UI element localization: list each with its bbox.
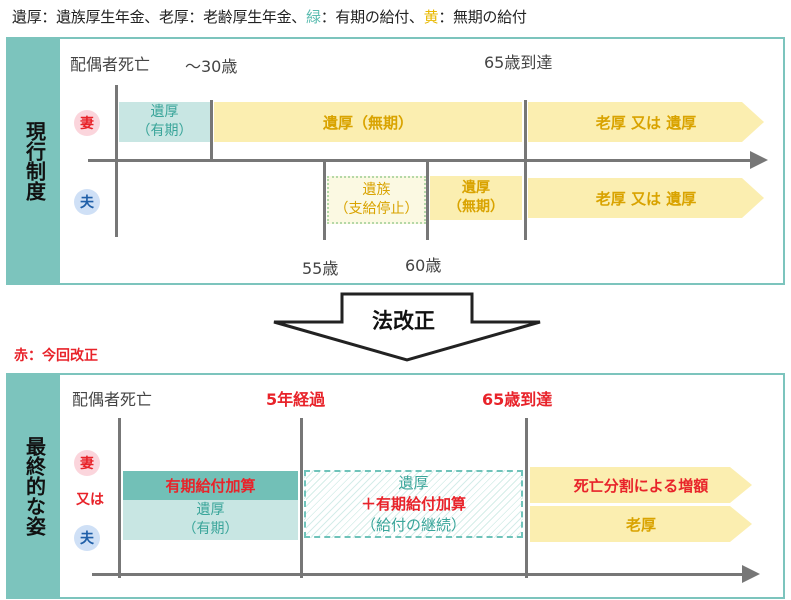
current-wife-yellow2-text: 老厚 又は 遺厚 bbox=[595, 113, 697, 132]
current-age55-label: 55歳 bbox=[302, 259, 339, 278]
current-wife-yellow2-arrow: 老厚 又は 遺厚 bbox=[528, 102, 764, 142]
legend-text-3: ：無期の給付 bbox=[438, 8, 527, 26]
current-husband-yellow2-arrow: 老厚 又は 遺厚 bbox=[528, 178, 764, 218]
current-timeline bbox=[88, 159, 750, 162]
final-vline-death bbox=[118, 418, 121, 578]
law-change-label: 法改正 bbox=[372, 309, 435, 333]
current-wife-green-text: 遺厚 （有期） bbox=[136, 104, 193, 139]
final-timeline-arrowhead bbox=[742, 565, 760, 583]
final-hatched-line3: （給付の継続） bbox=[360, 515, 466, 534]
current-age30-label: ～30歳 bbox=[185, 57, 238, 76]
current-wife-yellow1: 遺厚（無期） bbox=[214, 102, 522, 142]
final-side-label: 最終的な姿 bbox=[8, 375, 60, 597]
legend-text-2: ：有期の給付、 bbox=[320, 8, 424, 26]
current-husband-suspended-box: 遺族 （支給停止） bbox=[327, 176, 426, 224]
current-side-label: 現行制度 bbox=[8, 39, 60, 283]
final-husband-circle: 夫 bbox=[74, 525, 100, 551]
current-wife-green-bar: 遺厚 （有期） bbox=[119, 102, 210, 142]
red-note: 赤：今回改正 bbox=[14, 348, 98, 364]
final-yellow-top-arrow: 死亡分割による増額 bbox=[530, 467, 752, 503]
current-timeline-arrowhead bbox=[750, 151, 768, 169]
legend-text-1: 遺厚：遺族厚生年金、老厚：老齢厚生年金、 bbox=[12, 8, 307, 26]
legend: 遺厚：遺族厚生年金、老厚：老齢厚生年金、緑：有期の給付、黄：無期の給付 bbox=[12, 6, 527, 27]
current-vline-65 bbox=[524, 100, 527, 240]
final-timeline bbox=[92, 573, 742, 576]
final-yellow-top-text: 死亡分割による増額 bbox=[573, 476, 709, 495]
current-age60-label: 60歳 bbox=[405, 256, 442, 275]
final-or-label: 又は bbox=[76, 492, 104, 508]
final-teal-text: 有期給付加算 bbox=[165, 477, 256, 495]
final-hatched-line1: 遺厚 bbox=[398, 473, 429, 492]
current-vline-55 bbox=[323, 160, 326, 240]
final-death-label: 配偶者死亡 bbox=[72, 390, 153, 409]
final-hatched-line2: ＋有期給付加算 bbox=[360, 494, 466, 513]
current-vline-30 bbox=[210, 100, 213, 162]
final-green-bar: 遺厚 （有期） bbox=[123, 500, 298, 540]
current-husband-suspended-text: 遺族 （支給停止） bbox=[334, 182, 419, 217]
legend-green-word: 緑 bbox=[306, 8, 321, 26]
final-5year-label: 5年経過 bbox=[266, 390, 326, 409]
law-change-arrow bbox=[273, 292, 541, 362]
current-husband-yellow1: 遺厚 （無期） bbox=[430, 176, 522, 220]
current-husband-circle: 夫 bbox=[74, 189, 100, 215]
current-age65-label: 65歳到達 bbox=[484, 53, 553, 72]
current-husband-yellow2-text: 老厚 又は 遺厚 bbox=[595, 189, 697, 208]
final-yellow-bottom-arrow: 老厚 bbox=[530, 506, 752, 542]
final-vline-65 bbox=[525, 418, 528, 578]
current-wife-yellow1-text: 遺厚（無期） bbox=[322, 113, 413, 132]
final-yellow-bottom-text: 老厚 bbox=[625, 515, 656, 534]
final-hatched-bar: 遺厚 ＋有期給付加算 （給付の継続） bbox=[304, 470, 523, 538]
current-wife-circle: 妻 bbox=[74, 110, 100, 136]
final-vline-5year bbox=[300, 418, 303, 578]
final-green-text: 遺厚 （有期） bbox=[182, 502, 239, 537]
current-death-label: 配偶者死亡 bbox=[70, 55, 151, 74]
final-teal-bar: 有期給付加算 bbox=[123, 471, 298, 500]
final-wife-circle: 妻 bbox=[74, 450, 100, 476]
current-vline-60 bbox=[426, 160, 429, 240]
final-age65-label: 65歳到達 bbox=[482, 390, 553, 409]
legend-yellow-word: 黄 bbox=[423, 8, 439, 26]
current-husband-yellow1-text: 遺厚 （無期） bbox=[448, 180, 504, 215]
